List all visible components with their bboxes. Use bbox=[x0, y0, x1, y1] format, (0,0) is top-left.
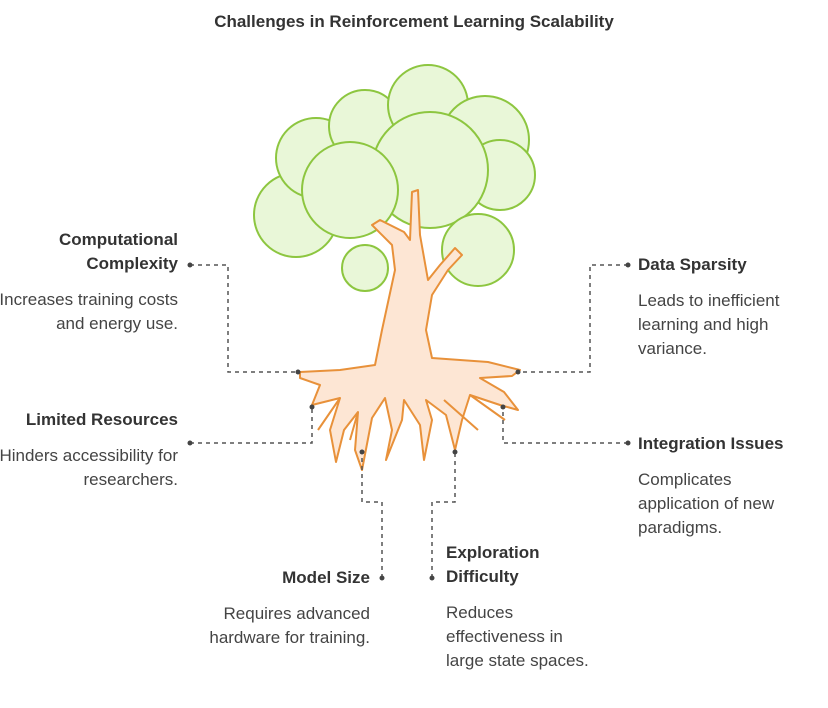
challenge-heading: Model Size bbox=[282, 568, 370, 587]
connector-model-size bbox=[361, 452, 383, 578]
challenge-heading: Limited Resources bbox=[25, 410, 178, 429]
connector-limited bbox=[190, 407, 313, 444]
tree-foliage bbox=[253, 64, 536, 292]
connector-integration bbox=[502, 407, 628, 444]
tree-trunk bbox=[299, 189, 521, 471]
connector-lines bbox=[190, 264, 628, 578]
challenge-computational-complexity: Computational Complexity Increases train… bbox=[0, 228, 178, 336]
challenge-heading: Integration Issues bbox=[638, 434, 784, 453]
connector-dots bbox=[187, 262, 631, 581]
challenge-description: Requires advanced hardware for training. bbox=[209, 604, 370, 647]
challenge-data-sparsity: Data Sparsity Leads to inefficient learn… bbox=[638, 253, 808, 361]
connector-exploration bbox=[431, 452, 456, 578]
challenge-integration-issues: Integration Issues Complicates applicati… bbox=[638, 432, 808, 540]
diagram-title: Challenges in Reinforcement Learning Sca… bbox=[214, 12, 614, 31]
challenge-description: Reduces effectiveness in large state spa… bbox=[446, 603, 589, 670]
challenge-description: Complicates application of new paradigms… bbox=[638, 470, 775, 537]
challenge-description: Increases training costs and energy use. bbox=[0, 290, 178, 333]
challenge-heading: Exploration Difficulty bbox=[446, 543, 540, 586]
challenge-model-size: Model Size Requires advanced hardware fo… bbox=[170, 566, 370, 650]
challenge-heading: Data Sparsity bbox=[638, 255, 747, 274]
challenge-limited-resources: Limited Resources Hinders accessibility … bbox=[0, 408, 178, 492]
connector-data-sparsity bbox=[518, 264, 628, 373]
connector-computational bbox=[190, 264, 298, 373]
challenge-description: Hinders accessibility for researchers. bbox=[0, 446, 178, 489]
challenge-heading: Computational Complexity bbox=[59, 230, 178, 273]
challenge-exploration-difficulty: Exploration Difficulty Reduces effective… bbox=[446, 541, 596, 673]
challenge-description: Leads to inefficient learning and high v… bbox=[638, 291, 780, 358]
